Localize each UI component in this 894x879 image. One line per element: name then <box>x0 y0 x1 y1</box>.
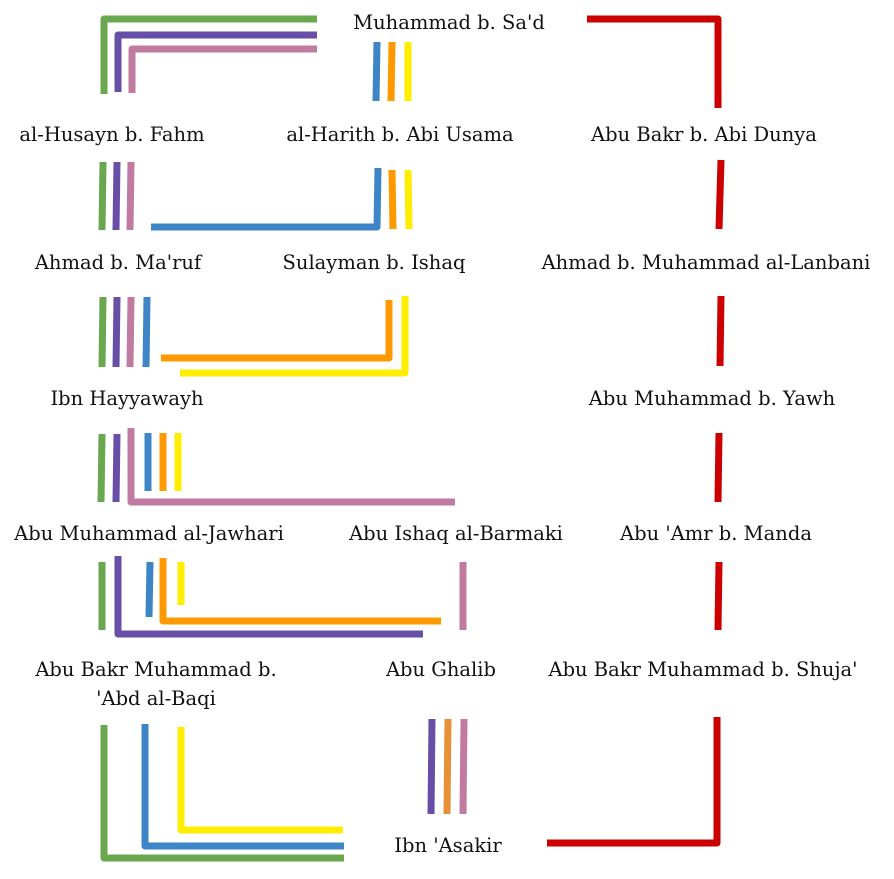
yellow-path-harith-to-sulayman <box>404 169 413 230</box>
node-al-husayn-b-fahm: al-Husayn b. Fahm <box>19 123 204 146</box>
purple-path-sad-to-husayn <box>114 31 317 92</box>
node-al-harith-b-abi-usama: al-Harith b. Abi Usama <box>286 123 514 146</box>
node-abu-ghalib: Abu Ghalib <box>385 658 496 681</box>
node-abu-bakr-muhammad-b-abd-al-baqi-line1: Abu Bakr Muhammad b. <box>34 658 276 681</box>
red-path-shuja-to-asakir <box>547 717 721 847</box>
paths-row-6 <box>100 717 721 862</box>
blue-path-jawhari-to-abd-al-baqi <box>145 561 154 618</box>
yellow-path-abd-al-baqi-to-asakir <box>177 727 343 834</box>
paths-row-5 <box>98 556 723 638</box>
pink-path-hayyawayh-to-barmaki <box>127 428 455 506</box>
node-muhammad-b-sad: Muhammad b. Sa'd <box>353 11 545 34</box>
node-ahmad-b-muhammad-al-lanbani: Ahmad b. Muhammad al-Lanbani <box>541 251 871 274</box>
purple-path-husayn-to-maruf <box>112 161 121 231</box>
green-path-abd-al-baqi-to-asakir <box>100 725 344 862</box>
orange-path-sad-to-harith <box>387 41 396 102</box>
red-path-manda-to-shuja <box>714 561 723 631</box>
node-labels: Muhammad b. Sa'd al-Husayn b. Fahm al-Ha… <box>13 11 870 857</box>
yellow-path-sulayman-to-hayyawayh <box>180 296 409 377</box>
paths-row-4 <box>97 428 723 506</box>
paths-row-3 <box>98 295 725 377</box>
orange-path-harith-to-sulayman <box>388 169 397 230</box>
red-path-dunya-to-lanbani <box>715 159 725 230</box>
green-path-sad-to-husayn <box>100 15 317 94</box>
blue-path-harith-to-maruf <box>151 167 382 231</box>
paths-row-1 <box>100 15 722 108</box>
node-ibn-hayyawayh: Ibn Hayyawayh <box>50 387 204 410</box>
purple-path-maruf-to-hayyawayh <box>112 296 121 368</box>
blue-path-abd-al-baqi-to-asakir <box>141 724 344 850</box>
node-abu-muhammad-al-jawhari: Abu Muhammad al-Jawhari <box>13 522 284 545</box>
purple-path-abu-ghalib-to-asakir <box>427 718 436 815</box>
orange-path-abu-ghalib-to-asakir <box>443 718 452 815</box>
blue-path-maruf-to-hayyawayh <box>142 296 151 368</box>
node-abu-muhammad-b-yawh: Abu Muhammad b. Yawh <box>588 387 836 410</box>
node-ibn-asakir: Ibn 'Asakir <box>394 834 502 857</box>
green-path-maruf-to-hayyawayh <box>98 296 107 368</box>
red-path-yawh-to-manda <box>714 432 723 503</box>
pink-path-abu-ghalib-to-asakir <box>459 718 468 815</box>
orange-path-jawhari-to-abu-ghalib <box>159 558 441 625</box>
blue-path-sad-to-harith <box>372 41 381 102</box>
pink-path-maruf-to-hayyawayh <box>126 296 135 368</box>
pink-path-sad-to-husayn <box>128 45 317 93</box>
red-path-sad-to-dunya <box>587 15 722 108</box>
pink-path-husayn-to-maruf <box>126 161 135 231</box>
node-abu-amr-b-manda: Abu 'Amr b. Manda <box>619 522 812 545</box>
green-path-hayyawayh-to-jawhari <box>97 433 106 503</box>
purple-path-jawhari-to-abu-ghalib <box>114 556 423 638</box>
node-abu-bakr-b-abi-dunya: Abu Bakr b. Abi Dunya <box>590 123 817 146</box>
node-abu-ishaq-al-barmaki: Abu Ishaq al-Barmaki <box>348 522 563 545</box>
node-sulayman-b-ishaq: Sulayman b. Ishaq <box>283 251 466 274</box>
paths-row-2 <box>98 159 725 231</box>
green-path-husayn-to-maruf <box>98 161 107 231</box>
purple-path-hayyawayh-to-jawhari <box>112 433 121 503</box>
orange-path-sulayman-to-hayyawayh <box>161 300 393 362</box>
node-abu-bakr-muhammad-b-abd-al-baqi-line2: 'Abd al-Baqi <box>96 687 216 710</box>
node-ahmad-b-maruf: Ahmad b. Ma'ruf <box>34 251 203 274</box>
red-path-lanbani-to-yawh <box>716 295 725 367</box>
node-abu-bakr-muhammad-b-shuja: Abu Bakr Muhammad b. Shuja' <box>547 658 857 681</box>
